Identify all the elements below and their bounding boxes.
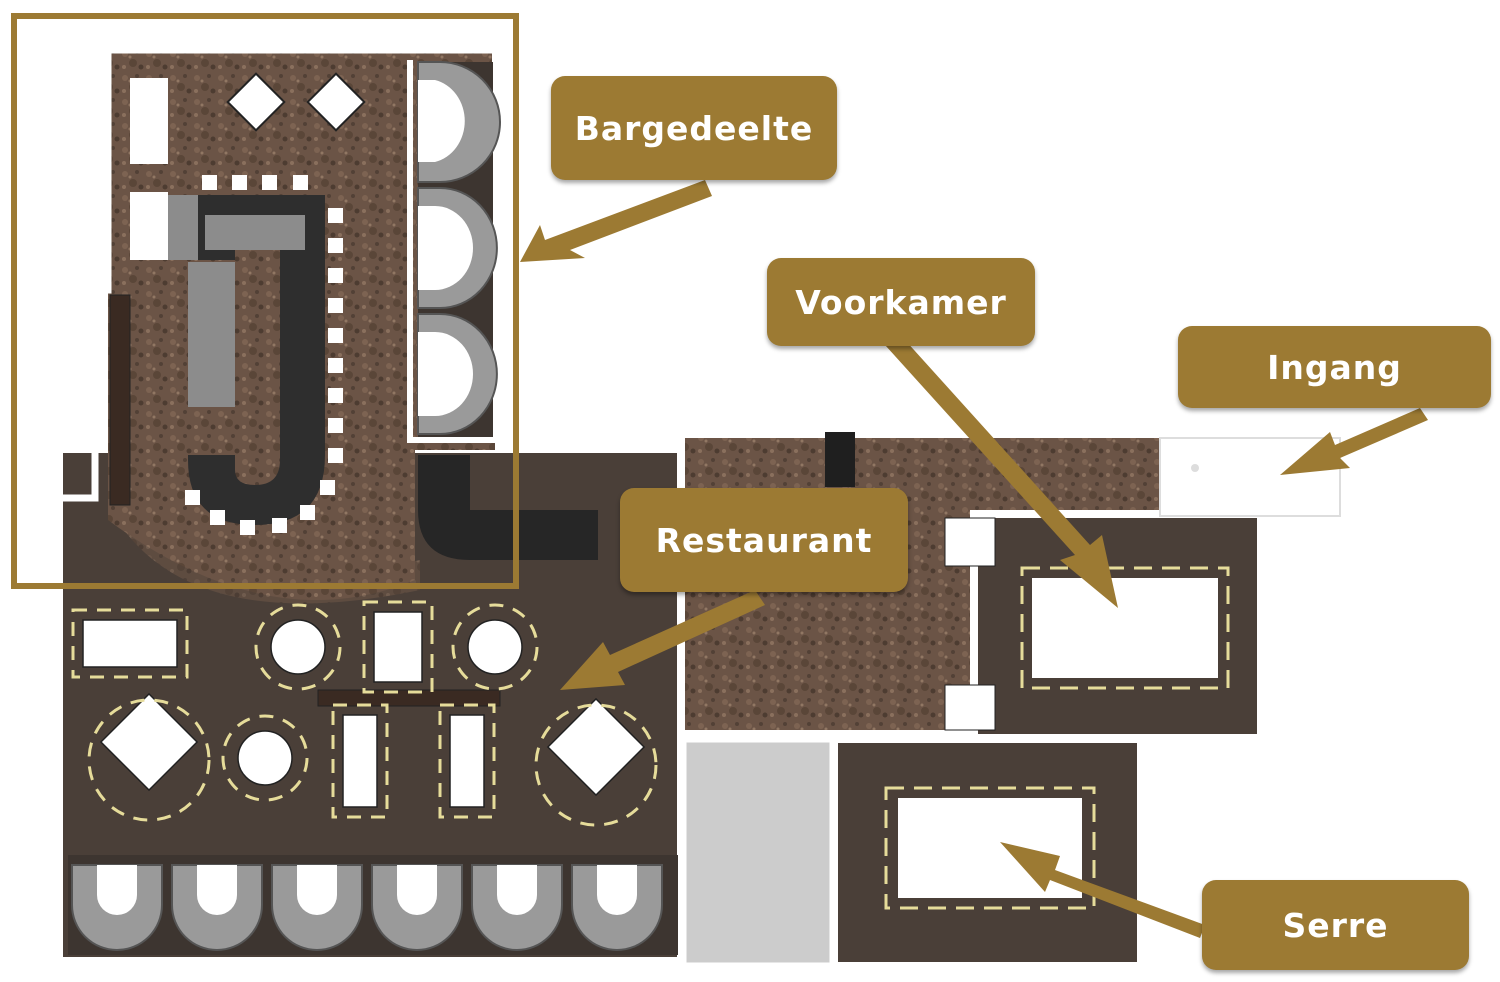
serre-room: [832, 737, 1143, 968]
label-restaurant: Restaurant: [620, 488, 908, 592]
terrace-area: [681, 737, 835, 968]
table-chairs: [71, 600, 658, 827]
bar-floor-curve: [108, 505, 420, 604]
bar-counter: [130, 78, 325, 525]
door-frames: [944, 517, 996, 731]
divider-planter: [317, 689, 501, 707]
restaurant-tables: [82, 611, 646, 808]
label-ingang: Ingang: [1178, 326, 1491, 408]
corner-bench: [418, 455, 598, 560]
arrow-ingang: [1280, 408, 1428, 475]
arrow-restaurant: [560, 590, 765, 690]
arrow-serre: [1000, 842, 1205, 938]
bar-stools: [185, 175, 343, 535]
arrow-bar: [520, 180, 712, 262]
bar-diamond-tables: [226, 72, 366, 132]
label-serre: Serre: [1202, 880, 1469, 970]
voorkamer-room: [972, 512, 1263, 740]
bar-highlight-frame: [11, 13, 519, 589]
annotation-arrows: [520, 180, 1428, 938]
side-cabinet: [109, 294, 131, 506]
bar-booths: [417, 61, 501, 437]
restaurant-booths: [68, 855, 678, 955]
arrow-voorkamer: [885, 340, 1118, 608]
label-bargedeelte: Bargedeelte: [551, 76, 837, 180]
label-voorkamer: Voorkamer: [767, 258, 1035, 346]
